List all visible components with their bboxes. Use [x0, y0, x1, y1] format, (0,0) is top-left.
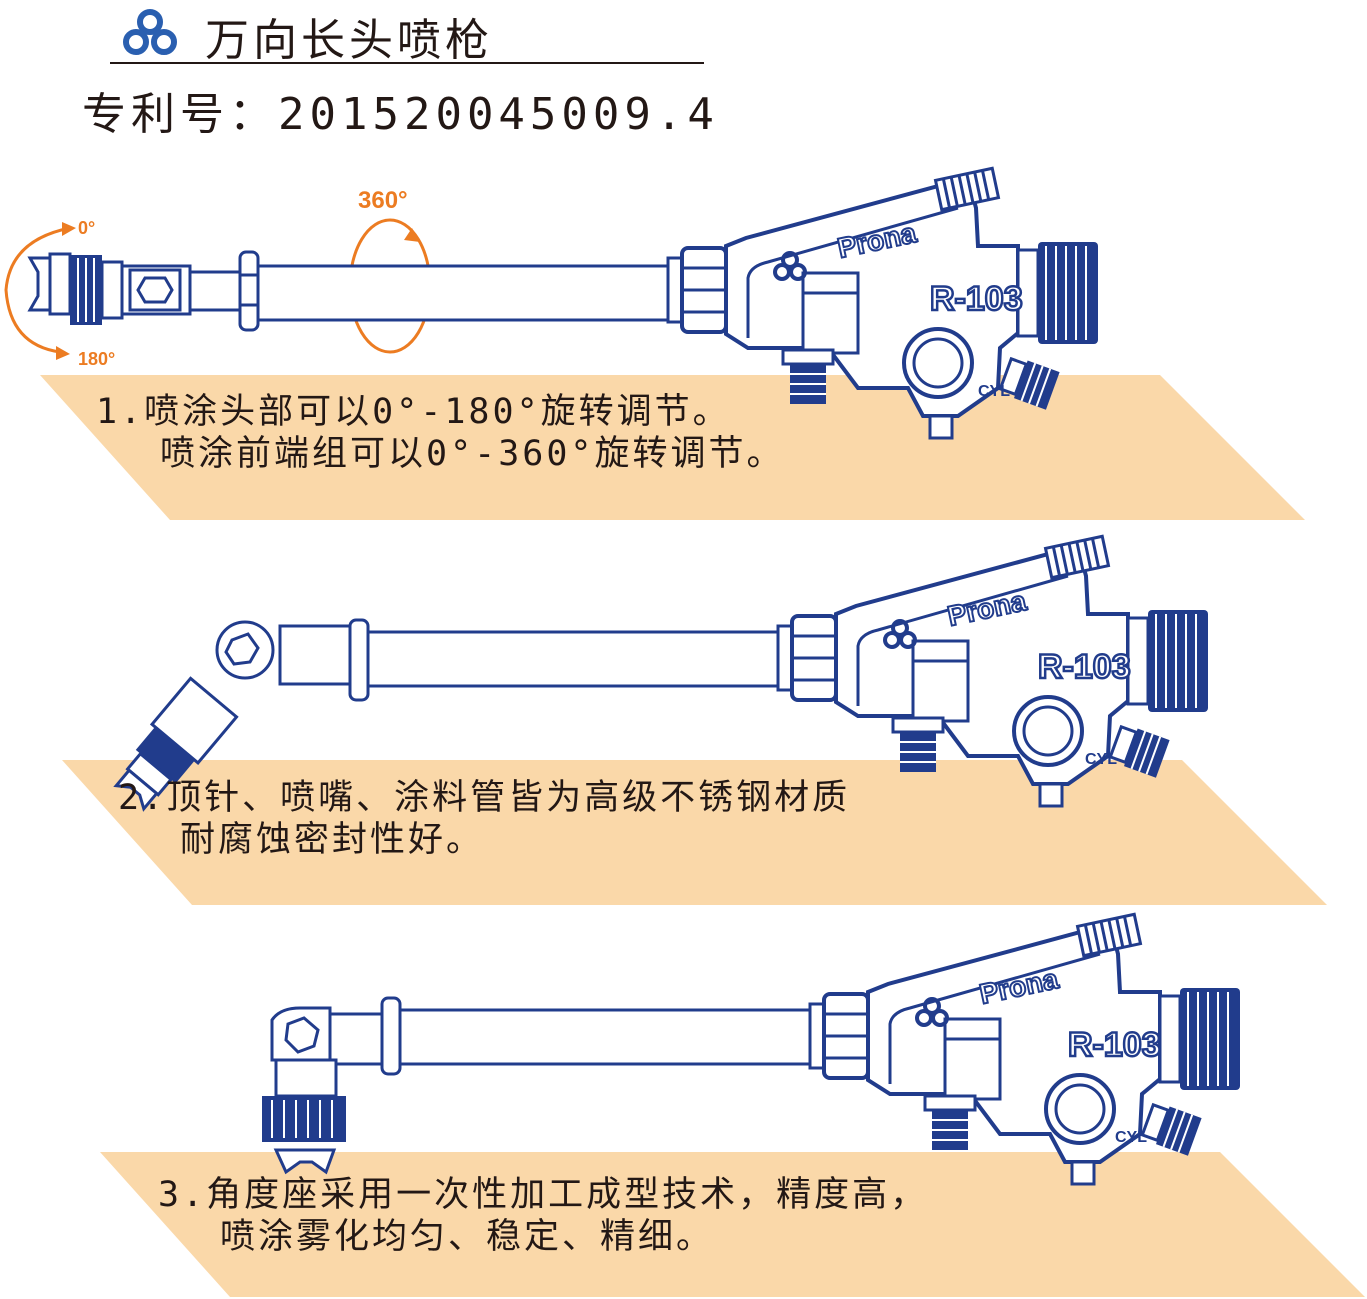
spray-gun-figure-3: Prona R-103 CYL: [262, 912, 1242, 1186]
page-title: 万向长头喷枪: [205, 15, 493, 66]
feature-1-line-1: 1.喷涂头部可以0°-180°旋转调节。: [96, 392, 731, 432]
feature-3-line-1: 3.角度座采用一次性加工成型技术，精度高，: [158, 1175, 929, 1215]
prona-logo-icon: [123, 9, 177, 55]
cyl-label-1: CYL: [978, 383, 1010, 400]
model-label-2: R-103: [1038, 648, 1131, 686]
title-underline: [110, 62, 704, 64]
model-label-3: R-103: [1068, 1026, 1161, 1064]
feature-band-1: [40, 375, 1305, 520]
spray-gun-figure-1: 0° 180° 360° Prona R-103 CYL: [4, 166, 1100, 440]
feature-3-line-2: 喷涂雾化均匀、稳定、精细。: [220, 1217, 715, 1257]
angle-360-label: 360°: [358, 187, 408, 214]
spray-gun-figure-2: Prona R-103 CYL: [113, 534, 1210, 812]
feature-band-3: [100, 1152, 1365, 1297]
patent-number: 专利号：201520045009.4: [82, 89, 719, 140]
feature-band-2: [62, 760, 1327, 905]
feature-2-line-1: 2.顶针、喷嘴、涂料管皆为高级不锈钢材质: [118, 778, 851, 818]
feature-1-line-2: 喷涂前端组可以0°-360°旋转调节。: [160, 434, 785, 474]
angle-0-label: 0°: [78, 218, 95, 238]
angle-180-label: 180°: [78, 349, 115, 369]
model-label-1: R-103: [930, 280, 1023, 318]
cyl-label-3: CYL: [1115, 1129, 1147, 1146]
cyl-label-2: CYL: [1085, 751, 1117, 768]
feature-2-line-2: 耐腐蚀密封性好。: [180, 820, 485, 860]
